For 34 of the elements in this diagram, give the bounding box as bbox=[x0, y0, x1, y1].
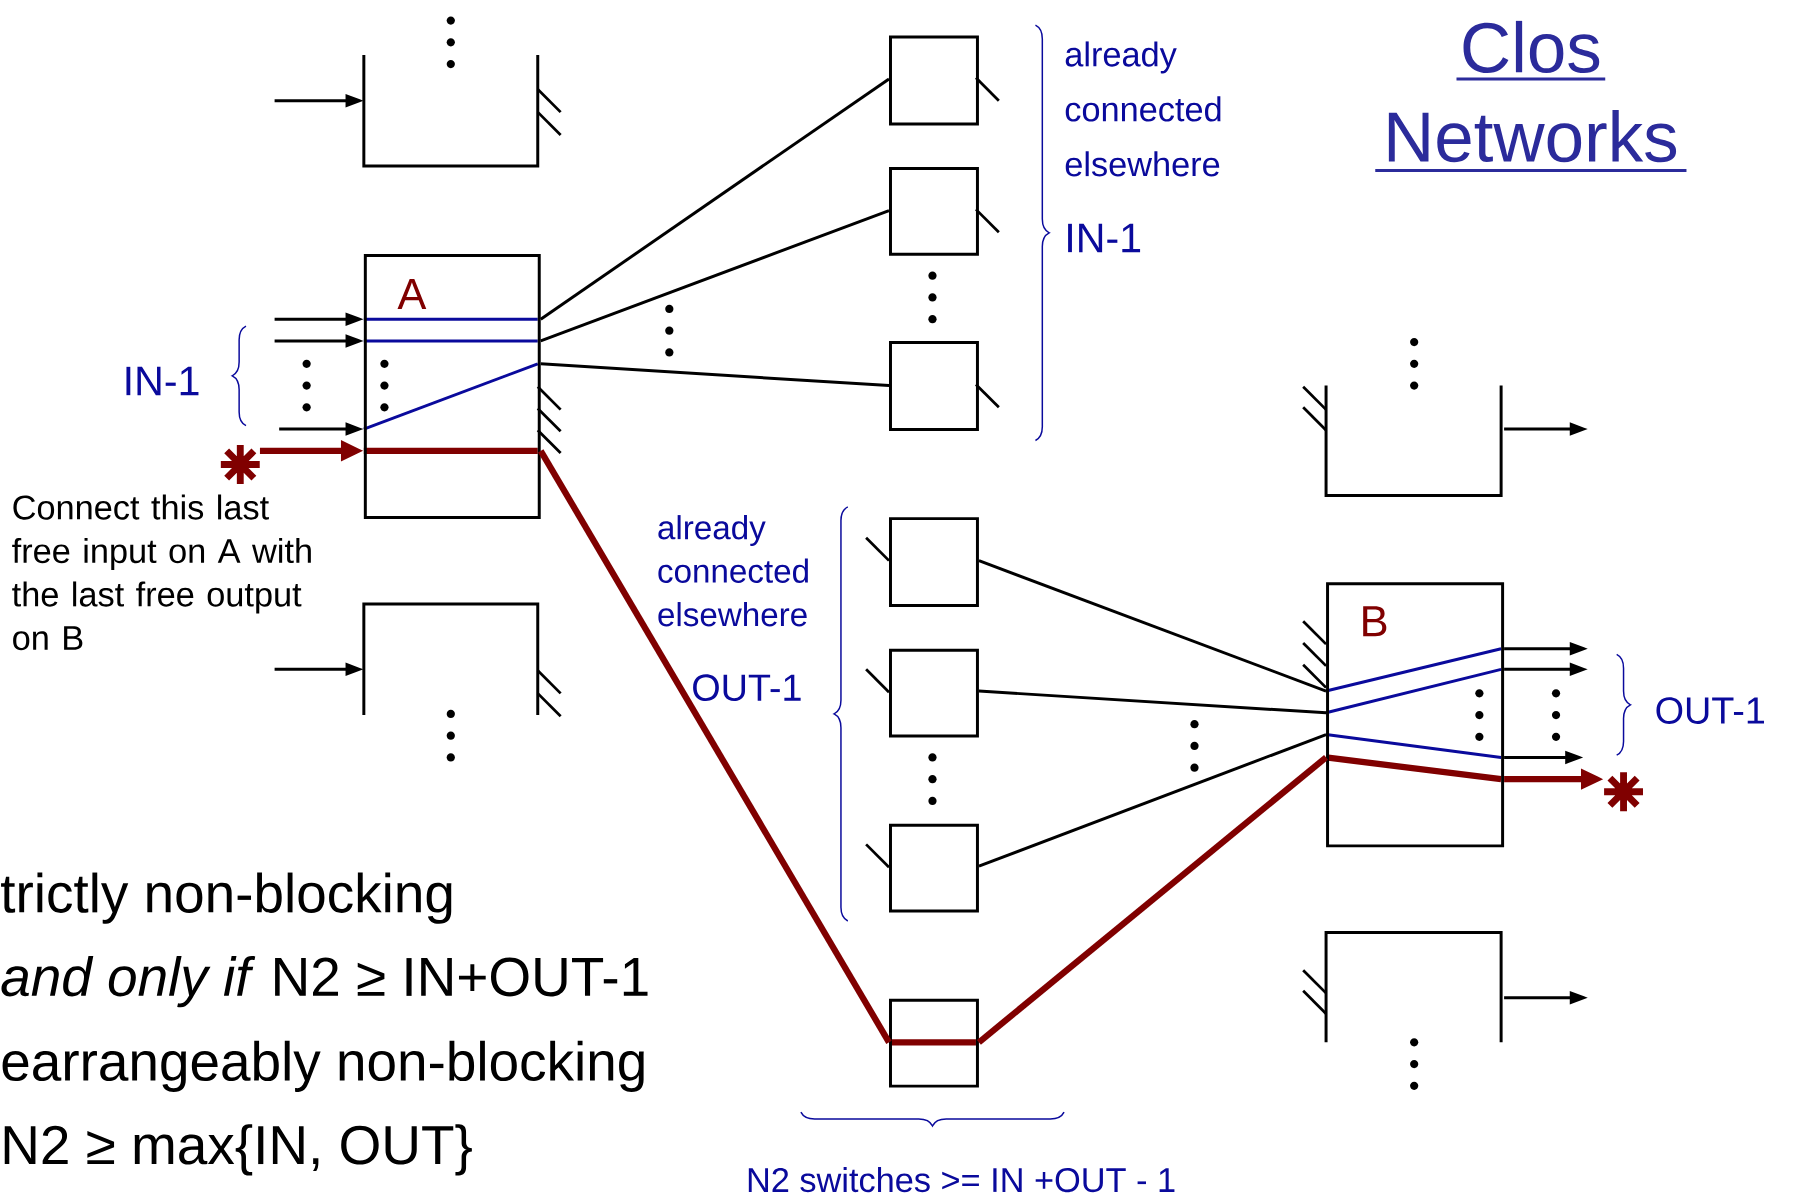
connection-line bbox=[540, 209, 890, 343]
connection-line bbox=[538, 449, 892, 1044]
switch-box bbox=[362, 602, 562, 718]
switch-box bbox=[1302, 930, 1503, 1043]
bracket-label: OUT-1 bbox=[693, 674, 801, 701]
condition-text: trictly non-blocking bbox=[1, 872, 452, 924]
bracket-note: already connected elsewhere bbox=[658, 515, 808, 627]
switch-box bbox=[889, 35, 1000, 126]
condition-text: and only if N2 ≥ IN+OUT-1 bbox=[1, 956, 648, 1008]
instruction-text: Connect this last free input on A with the last free output on B bbox=[12, 494, 311, 651]
title: Clos Networks bbox=[1373, 20, 1688, 172]
connection-line bbox=[978, 559, 1327, 693]
bracket-label: N2 switches >= IN +OUT - 1 bbox=[748, 1166, 1175, 1193]
switch-box bbox=[889, 166, 1000, 256]
switch-box bbox=[362, 54, 562, 168]
condition-text: earrangeably non-blocking bbox=[2, 1040, 644, 1092]
condition-text: N2 ≥ max{IN, OUT} bbox=[4, 1124, 472, 1176]
switch-box bbox=[1302, 385, 1503, 497]
switch-box bbox=[889, 998, 979, 1088]
bracket-label: OUT-1 bbox=[1656, 697, 1764, 724]
bracket-note: already connected elsewhere bbox=[1065, 41, 1221, 177]
switch-box: B bbox=[1302, 582, 1505, 848]
switch-box bbox=[865, 823, 979, 913]
switch-box bbox=[865, 517, 979, 607]
connection-line bbox=[978, 733, 1327, 868]
bracket-label: IN-1 bbox=[126, 366, 199, 396]
switch-box bbox=[889, 340, 1000, 431]
connection-line bbox=[540, 362, 890, 387]
switch-box: A bbox=[363, 253, 562, 519]
connection-line bbox=[539, 77, 890, 321]
bracket-label: IN-1 bbox=[1068, 223, 1141, 253]
connection-line bbox=[976, 754, 1329, 1045]
connection-line bbox=[978, 689, 1327, 715]
switch-box bbox=[865, 648, 979, 738]
